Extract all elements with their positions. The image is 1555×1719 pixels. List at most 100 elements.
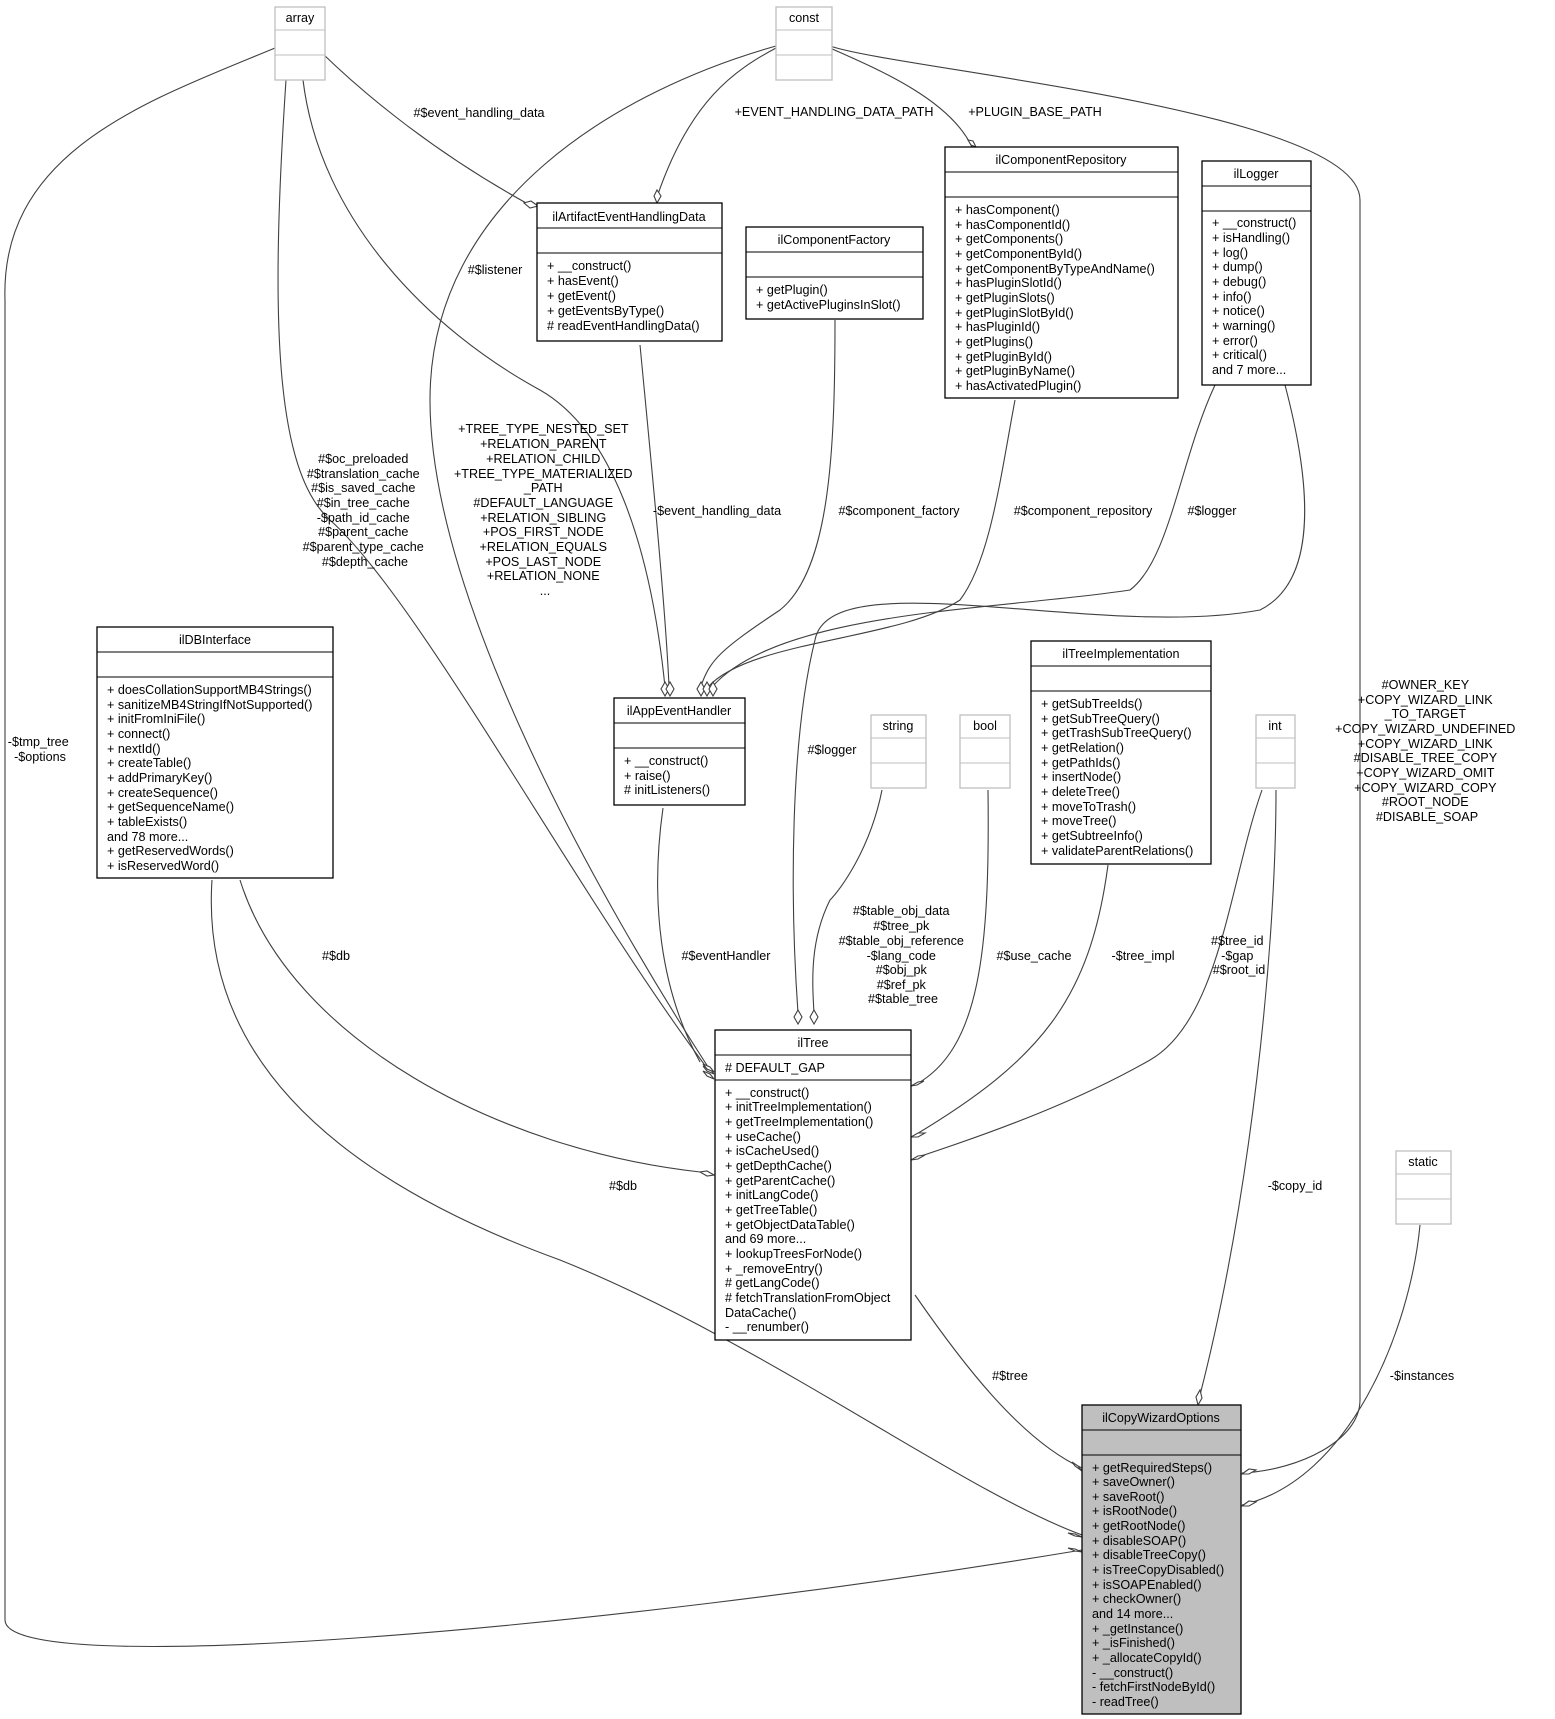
class-title: const	[789, 11, 820, 25]
edge-dbinterface-copywizard	[210, 879, 1083, 1536]
edge-array-artifact	[321, 52, 529, 205]
class-node-ildbinterface[interactable]: ilDBInterface + doesCollationSupportMB4S…	[96, 626, 334, 879]
class-node-iltreeimplementation[interactable]: ilTreeImplementation + getSubTreeIds() +…	[1030, 640, 1212, 865]
class-node-ilcomponentrepository[interactable]: ilComponentRepository + hasComponent() +…	[944, 146, 1179, 399]
diamond-copywizard-tree	[1071, 1461, 1083, 1472]
aggregation-diamonds	[522, 139, 1258, 1553]
edge-label-tmp-tree: -$tmp_tree -$options	[8, 735, 72, 764]
edge-label-db-tree: #$db	[322, 949, 350, 963]
edge-string-tree	[812, 789, 883, 1014]
class-title: bool	[973, 719, 997, 733]
edge-int-tree	[914, 789, 1263, 1159]
method-list: + __construct() + initTreeImplementation…	[725, 1086, 894, 1334]
class-node-iltree[interactable]: ilTree # DEFAULT_GAP + __construct() + i…	[714, 1029, 912, 1341]
diamond-appeventhandler-factory	[696, 680, 706, 698]
edge-label-copy-const: #OWNER_KEY +COPY_WIZARD_LINK _TO_TARGET …	[1335, 678, 1519, 824]
diamond-copywizard-const	[1240, 1468, 1258, 1475]
edge-label-component-factory: #$component_factory	[838, 504, 960, 518]
edge-logger-appeventhandler	[711, 384, 1216, 688]
edge-const-artifact	[656, 47, 777, 198]
edges	[4, 45, 1421, 1647]
class-node-ilappeventhandler[interactable]: ilAppEventHandler + __construct() + rais…	[613, 697, 746, 806]
class-node-array[interactable]: array	[274, 6, 326, 81]
edge-array-copywizard	[4, 47, 1083, 1647]
edge-label-plugin-base-path: +PLUGIN_BASE_PATH	[968, 105, 1102, 119]
class-node-bool[interactable]: bool	[959, 714, 1011, 789]
edge-label-db-copy: #$db	[609, 1179, 637, 1193]
edge-label-event-handling-data-minus: -$event_handling_data	[653, 504, 781, 518]
diamond-componentrepo-const	[966, 139, 978, 149]
edge-const-componentrepo	[829, 47, 973, 148]
diamond-tree-dbinterface	[698, 1170, 716, 1177]
edge-static-copywizard	[1241, 1224, 1421, 1506]
diamond-tree-string	[809, 1008, 819, 1026]
edge-componentrepo-appeventhandler	[707, 399, 1016, 688]
method-list: + __construct() + raise() # initListener…	[624, 754, 712, 797]
edge-label-tree: #$tree	[992, 1369, 1028, 1383]
edge-label-tree-array: #$oc_preloaded #$translation_cache #$is_…	[303, 452, 428, 569]
edge-componentfactory-appeventhandler	[700, 319, 836, 687]
class-title: int	[1268, 719, 1282, 733]
method-list: + hasComponent() + hasComponentId() + ge…	[955, 203, 1158, 393]
class-title: array	[286, 11, 315, 25]
edge-label-tree-const: +TREE_TYPE_NESTED_SET +RELATION_PARENT +…	[454, 422, 636, 598]
class-title: ilAppEventHandler	[627, 704, 731, 718]
class-title: string	[883, 719, 914, 733]
diamond-tree-logger	[793, 1008, 803, 1026]
class-title: ilComponentFactory	[778, 233, 891, 247]
class-node-ilcomponentfactory[interactable]: ilComponentFactory + getPlugin() + getAc…	[745, 226, 924, 320]
edge-const-copywizard	[829, 45, 1361, 1474]
class-node-ilcopywizardoptions[interactable]: ilCopyWizardOptions + getRequiredSteps()…	[1081, 1404, 1242, 1715]
edge-label-event-handler: #$eventHandler	[682, 949, 771, 963]
edge-label-logger-tree: #$logger	[807, 743, 856, 757]
diamond-copywizard-dbinterface	[1067, 1532, 1083, 1538]
edge-array-appeventhandler	[302, 79, 666, 688]
class-node-illogger[interactable]: ilLogger + __construct() + isHandling() …	[1201, 160, 1312, 386]
class-node-ilartifacteventhandlingdata[interactable]: ilArtifactEventHandlingData + __construc…	[536, 202, 723, 342]
diamond-appeventhandler-artifact	[665, 680, 675, 698]
diamond-copywizard-static	[1240, 1500, 1258, 1507]
diamond-appeventhandler-logger	[708, 680, 718, 698]
class-node-static[interactable]: static	[1395, 1150, 1452, 1225]
class-title: ilArtifactEventHandlingData	[552, 210, 705, 224]
diamond-tree-array	[702, 1070, 715, 1080]
method-list: + __construct() + isHandling() + log() +…	[1212, 216, 1300, 377]
edge-label-component-repository: #$component_repository	[1014, 504, 1153, 518]
class-title: ilDBInterface	[179, 633, 251, 647]
diamond-appeventhandler-repo	[702, 680, 712, 698]
diamond-copywizard-int	[1195, 1388, 1203, 1407]
method-list: + getSubTreeIds() + getSubTreeQuery() + …	[1041, 697, 1195, 858]
edge-const-tree	[429, 45, 777, 1071]
class-title: ilTree	[797, 1036, 828, 1050]
diamond-copywizard-array	[1067, 1547, 1083, 1553]
edge-label-copy-id: -$copy_id	[1268, 1179, 1323, 1193]
class-title: ilLogger	[1234, 167, 1279, 181]
diamond-tree-int	[910, 1154, 926, 1161]
class-node-string[interactable]: string	[870, 714, 927, 789]
edge-artifact-appeventhandler	[639, 344, 670, 687]
method-list: + __construct() + hasEvent() + getEvent(…	[547, 259, 700, 333]
class-title: ilComponentRepository	[996, 153, 1128, 167]
method-list: + getPlugin() + getActivePluginsInSlot()	[756, 283, 901, 312]
edge-bool-tree	[914, 789, 989, 1086]
diamond-tree-treeimpl	[908, 1132, 928, 1138]
method-list: + doesCollationSupportMB4Strings() + san…	[107, 683, 316, 873]
edge-label-instances: -$instances	[1390, 1369, 1454, 1383]
diamond-tree-appeventhandler	[702, 1063, 715, 1073]
method-list: + getRequiredSteps() + saveOwner() + sav…	[1092, 1461, 1228, 1709]
member-list: # DEFAULT_GAP	[725, 1061, 825, 1075]
edge-label-tree-string: #$table_obj_data #$tree_pk #$table_obj_r…	[839, 904, 968, 1006]
edge-array-tree	[277, 79, 711, 1073]
edge-treeimpl-tree	[914, 864, 1109, 1136]
edge-appeventhandler-tree	[657, 807, 701, 1063]
diamond-artifact-const	[653, 188, 662, 205]
diamond-artifact-array	[522, 200, 540, 209]
edge-label-tree-int: #$tree_id -$gap #$root_id	[1211, 934, 1267, 977]
class-node-const[interactable]: const	[775, 6, 833, 81]
class-node-int[interactable]: int	[1255, 714, 1296, 789]
edge-dbinterface-tree	[239, 879, 701, 1173]
edge-label-listener: #$listener	[468, 263, 523, 277]
class-title: static	[1408, 1155, 1437, 1169]
class-nodes: array const ilArtifactEventHandlingData …	[96, 6, 1452, 1715]
